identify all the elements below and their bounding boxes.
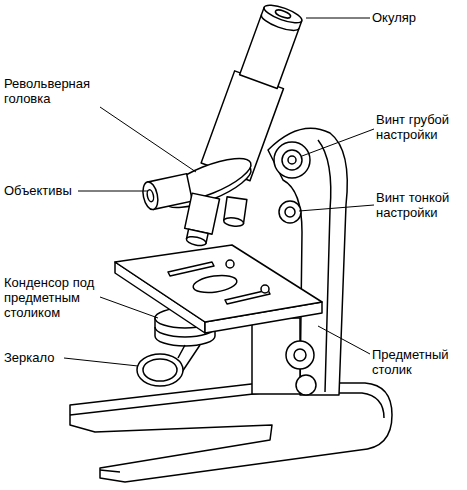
leader-line <box>100 297 158 318</box>
leader-line <box>299 205 374 211</box>
leader-line <box>306 18 370 19</box>
coarse-knob <box>288 156 296 164</box>
leader-line <box>64 358 138 366</box>
stage-knob <box>286 341 314 369</box>
part-label: Предметный столик <box>372 347 464 377</box>
clip-screw <box>226 260 234 268</box>
objective <box>141 174 193 211</box>
part-label: Конденсор под предметным столиком <box>4 275 116 320</box>
objective <box>223 197 247 228</box>
mirror <box>137 354 183 386</box>
coarse-knob <box>282 150 302 170</box>
mirror-glass <box>143 359 177 381</box>
stage-knob <box>294 349 306 361</box>
fine-knob <box>279 201 301 223</box>
stage-hole <box>192 273 238 295</box>
objective <box>182 193 220 248</box>
leader-line <box>318 326 370 354</box>
base-edge <box>70 393 384 472</box>
part-label: Объективы <box>4 183 94 198</box>
stage-knob <box>296 375 316 395</box>
arm-edge <box>318 140 331 392</box>
microscope-base <box>70 383 392 482</box>
part-label: Винт тонкой настройки <box>376 190 461 220</box>
coarse-knob <box>274 142 310 178</box>
part-label: Винт грубой настройки <box>376 112 461 142</box>
tube <box>201 0 309 181</box>
part-label: Зеркало <box>4 350 84 365</box>
part-label: Окуляр <box>372 10 462 25</box>
stage-top <box>115 245 322 322</box>
leader-line <box>302 129 374 156</box>
clip-screw <box>261 285 269 293</box>
part-label: Револьверная головка <box>4 76 114 106</box>
fine-knob <box>285 207 295 217</box>
leader-line <box>100 107 196 172</box>
stage-clip <box>168 262 214 276</box>
leader-line <box>78 191 148 192</box>
